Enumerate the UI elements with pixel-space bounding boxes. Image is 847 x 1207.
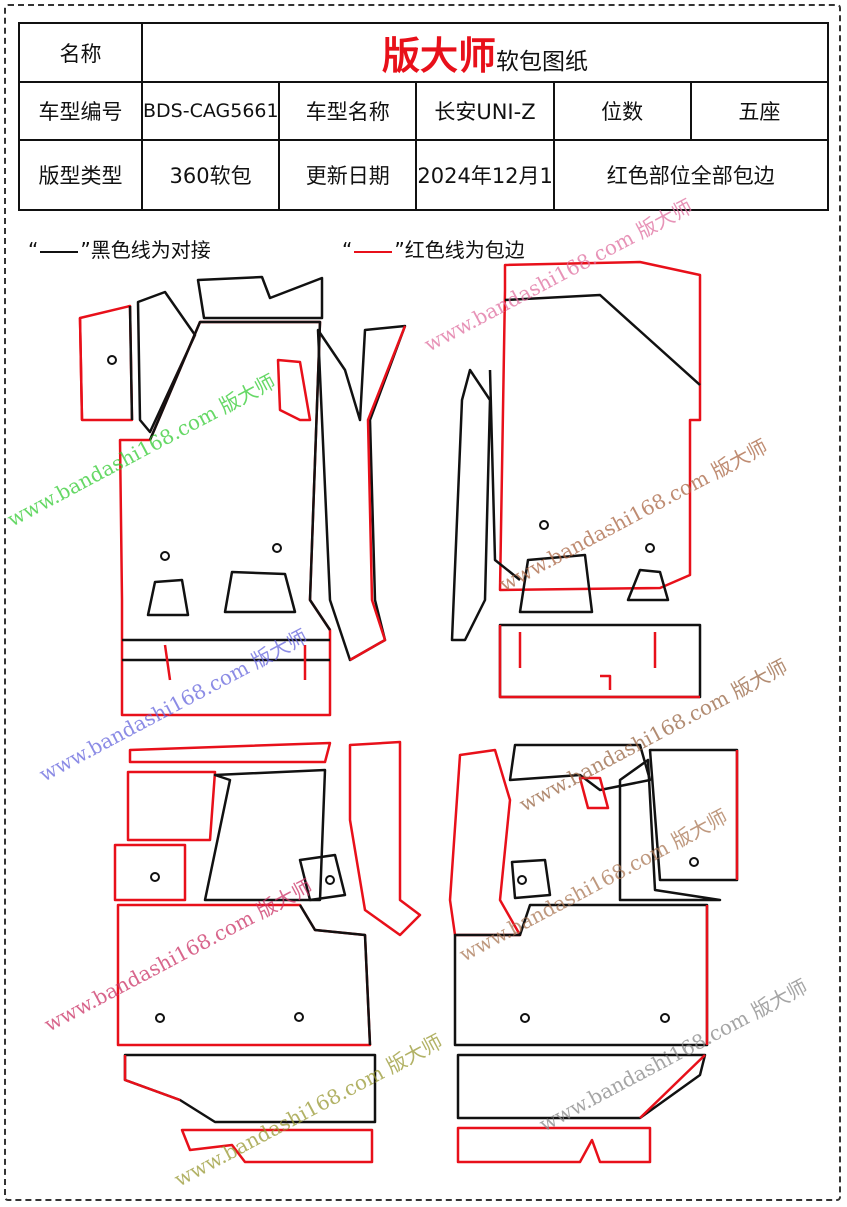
legend-black-text: ”黑色线为对接 [80,238,211,262]
info-table: 名称 版大师软包图纸 车型编号 BDS-CAG5661S 车型名称 长安UNI-… [18,22,830,211]
seats-label: 位数 [552,81,692,141]
model-code-label: 车型编号 [18,81,143,141]
model-code: BDS-CAG5661S [140,81,281,141]
red-line-swatch [354,250,393,253]
front-left-pieces [78,275,407,717]
quote: “ [342,238,353,262]
legend-red-text: ”红色线为包边 [394,238,525,262]
rear-right-pieces [448,743,739,1164]
update-date-label: 更新日期 [278,139,418,211]
note: 红色部位全部包边 [552,139,830,211]
seats: 五座 [689,81,830,141]
page-border [4,4,841,1201]
pattern-type-label: 版型类型 [18,139,143,211]
legend-black: “ ”黑色线为对接 [28,234,211,263]
black-line-swatch [40,250,79,253]
pattern-type: 360软包 [140,139,281,211]
rear-left-pieces [113,740,422,1164]
title-cell: 版大师软包图纸 [141,22,829,83]
quote: “ [28,238,39,262]
brand-title: 版大师 [381,34,496,78]
front-right-pieces [450,260,702,699]
model-name: 长安UNI-Z [415,81,555,141]
update-date: 2024年12月1日 [415,139,555,211]
model-name-label: 车型名称 [278,81,418,141]
name-label: 名称 [18,22,143,83]
title-suffix: 软包图纸 [496,49,588,75]
legend-red: “ ”红色线为包边 [342,234,525,263]
